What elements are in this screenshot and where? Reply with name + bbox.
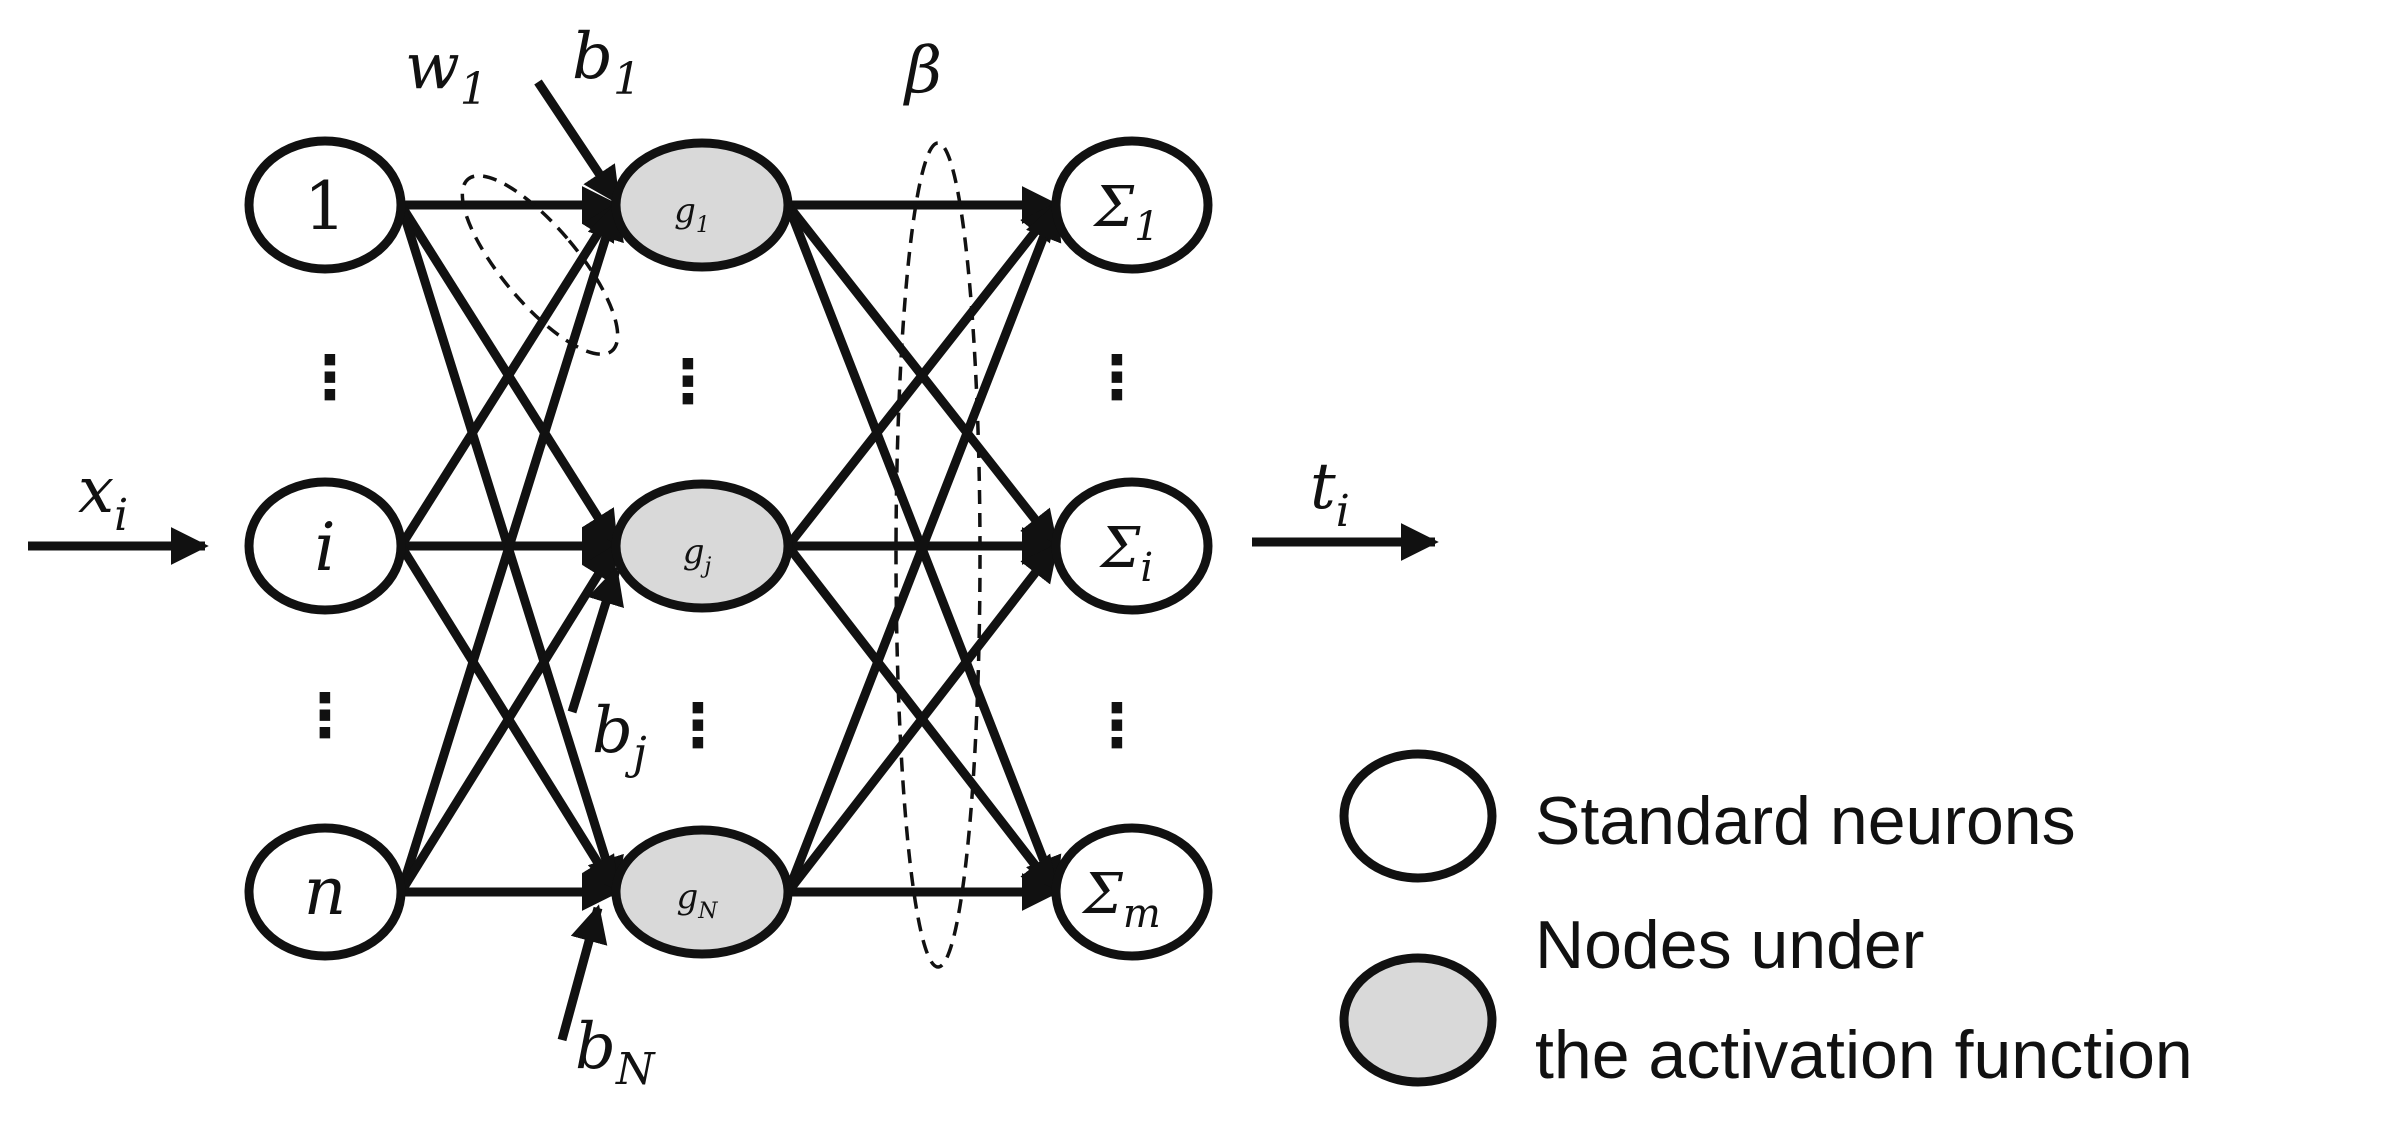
edge-hidden-2-output-1 <box>784 543 1060 895</box>
edge-input-2-hidden-1 <box>397 542 620 895</box>
edge-input-1-hidden-0 <box>397 201 620 549</box>
hidden-node-gN: gN <box>611 825 793 959</box>
bias-1-label: b1 <box>572 20 641 105</box>
output-node-sum-m: Σm <box>1051 823 1213 961</box>
weight-label: w1 <box>405 30 488 115</box>
svg-text:gN: gN <box>676 877 718 924</box>
svg-text:1: 1 <box>304 168 346 245</box>
bias-j-label: bj <box>592 694 647 779</box>
output-label: ti <box>1310 450 1350 537</box>
input-ellipsis-bottom: ⋮ <box>295 681 355 751</box>
svg-text:Σ1: Σ1 <box>1092 175 1159 250</box>
legend-standard-label: Standard neurons <box>1535 783 2076 859</box>
legend-activation-swatch <box>1339 953 1497 1087</box>
input-node-1: 1 <box>244 136 406 274</box>
input-ellipsis-top: ⋮ <box>300 343 360 413</box>
beta-label: β <box>903 34 942 108</box>
input-node-n: n <box>244 823 406 961</box>
bias-1-arrow <box>534 79 622 206</box>
svg-text:i: i <box>314 509 335 586</box>
svg-text:Σi: Σi <box>1099 516 1153 591</box>
edge-hidden-1-output-0 <box>784 202 1060 549</box>
output-ellipsis-top: ⋮ <box>1087 343 1147 413</box>
edge-input-2-hidden-0 <box>396 201 624 894</box>
svg-text:g1: g1 <box>674 191 710 238</box>
bias-j-arrow <box>567 566 624 714</box>
legend-activation-label-line1: Nodes under <box>1535 907 1924 983</box>
beta-group-ellipse <box>894 141 982 969</box>
input-label: xi <box>78 454 128 541</box>
edge-hidden-2-output-0 <box>783 201 1062 894</box>
hidden-node-g1: g1 <box>611 138 793 272</box>
hidden-node-gj: gj <box>611 479 793 613</box>
svg-text:n: n <box>304 853 347 930</box>
output-node-sum-i: Σi <box>1051 477 1213 615</box>
output-node-sum-1: Σ1 <box>1051 136 1213 274</box>
hidden-ellipsis-bottom: ⋮ <box>668 691 728 761</box>
output-ellipsis-bottom: ⋮ <box>1087 691 1147 761</box>
hidden-ellipsis-top: ⋮ <box>658 347 718 417</box>
bias-N-label: bN <box>575 1010 656 1095</box>
input-node-i: i <box>244 477 406 615</box>
legend-activation-label-line2: the activation function <box>1535 1017 2193 1093</box>
connections <box>396 186 1062 911</box>
weight-group-ellipse <box>460 174 620 356</box>
legend: Standard neurons Nodes under the activat… <box>1339 749 2193 1093</box>
bias-N-arrow <box>557 904 608 1042</box>
legend-standard-swatch <box>1339 749 1497 883</box>
svg-text:Σm: Σm <box>1081 862 1161 937</box>
